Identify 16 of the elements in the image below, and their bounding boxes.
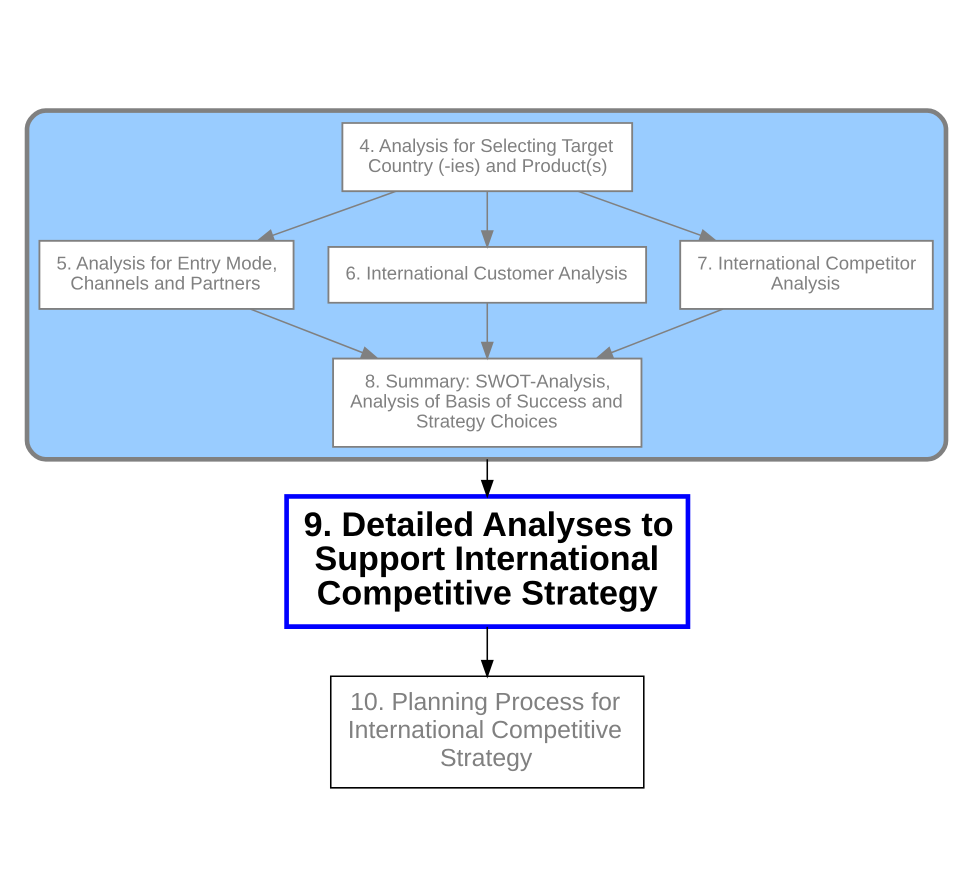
arrow — [256, 190, 396, 241]
arrow — [480, 458, 494, 498]
node-box: 6. International Customer Analysis — [328, 246, 648, 304]
node-box: 8. Summary: SWOT-Analysis, Analysis of Basis of Success and Strategy Choices — [332, 357, 642, 448]
arrow — [480, 302, 494, 360]
arrow — [480, 190, 494, 248]
arrow — [480, 626, 494, 678]
node-box: 5. Analysis for Entry Mode, Channels and Partners — [38, 239, 294, 310]
arrow — [594, 308, 724, 359]
node-box: 10. Planning Process for International Competitive Strategy — [330, 674, 645, 788]
arrow — [250, 308, 380, 359]
cluster — [24, 108, 948, 462]
arrow — [578, 190, 718, 241]
node-box: 7. International Competitor Analysis — [679, 239, 934, 310]
node-box: 9. Detailed Analyses to Support International Competitive Strategy — [284, 494, 690, 628]
node-box: 4. Analysis for Selecting Target Country (-ies) and Product(s) — [341, 122, 634, 192]
